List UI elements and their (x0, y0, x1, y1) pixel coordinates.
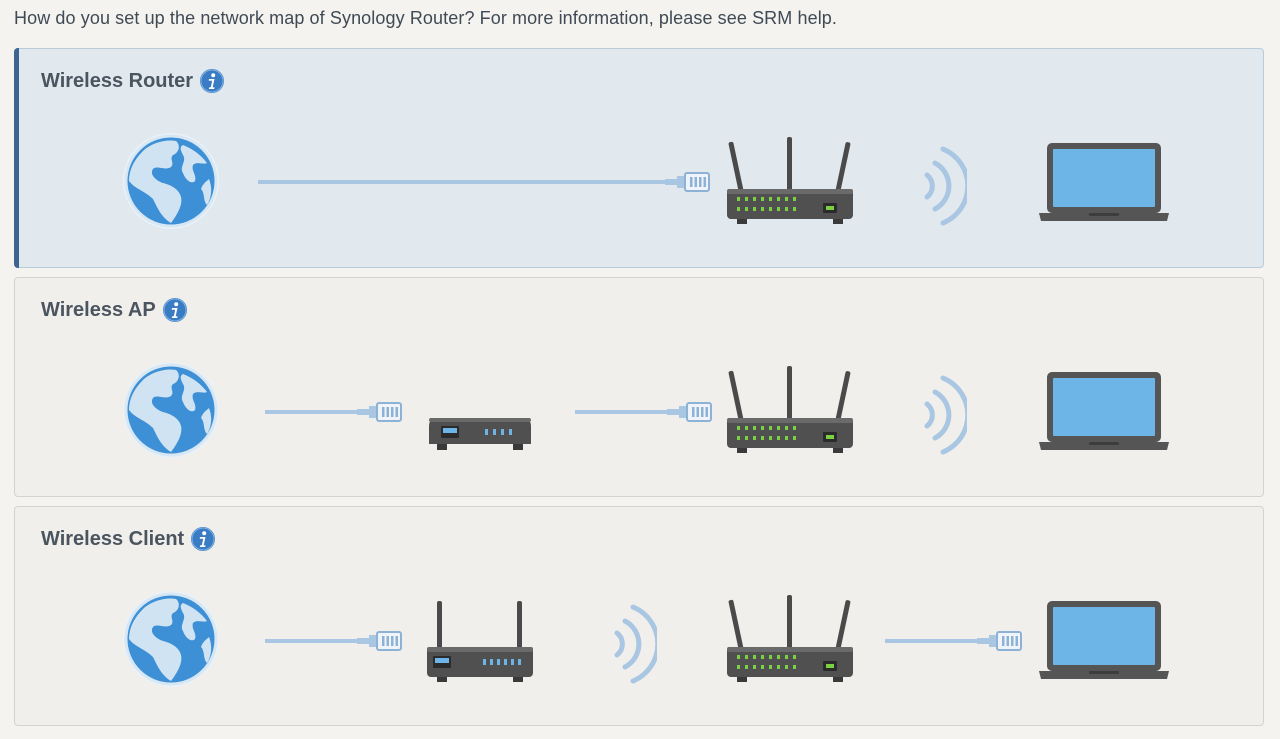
intro-text: How do you set up the network map of Syn… (14, 8, 838, 28)
laptop-icon (1039, 143, 1169, 221)
option-wireless-client[interactable]: Wireless Client (14, 506, 1264, 726)
ethernet-plug-icon (357, 631, 402, 651)
laptop-icon (1039, 601, 1169, 679)
option-wireless-router[interactable]: Wireless Router (14, 48, 1264, 268)
option-wireless-ap[interactable]: Wireless AP (14, 277, 1264, 497)
ethernet-plug-icon (667, 402, 712, 422)
ethernet-cable (885, 639, 985, 643)
globe-icon (121, 360, 221, 460)
ethernet-plug-icon (665, 172, 710, 192)
option-title-text: Wireless Router (41, 69, 194, 92)
network-diagram (121, 589, 1169, 689)
option-title: Wireless Router (41, 68, 225, 94)
wireless-signal-icon (927, 149, 968, 223)
laptop-icon (1039, 372, 1169, 450)
ethernet-cable (265, 410, 365, 414)
modem-icon (429, 418, 531, 450)
router-icon (727, 366, 853, 453)
network-diagram (121, 360, 1169, 460)
network-diagram (121, 131, 1169, 231)
router-icon (727, 137, 853, 224)
ethernet-cable (258, 180, 674, 184)
ethernet-cable (575, 410, 675, 414)
option-title-text: Wireless Client (41, 527, 185, 550)
ethernet-cable (265, 639, 365, 643)
option-title: Wireless AP (41, 297, 188, 323)
option-title: Wireless Client (41, 526, 216, 552)
router-icon (727, 595, 853, 682)
ethernet-plug-icon (977, 631, 1022, 651)
client-router-icon (427, 601, 533, 682)
wireless-signal-icon (617, 607, 658, 681)
wireless-signal-icon (927, 378, 968, 452)
globe-icon (121, 131, 221, 231)
option-title-text: Wireless AP (41, 298, 156, 321)
selection-indicator (14, 48, 19, 268)
ethernet-plug-icon (357, 402, 402, 422)
globe-icon (121, 589, 221, 689)
